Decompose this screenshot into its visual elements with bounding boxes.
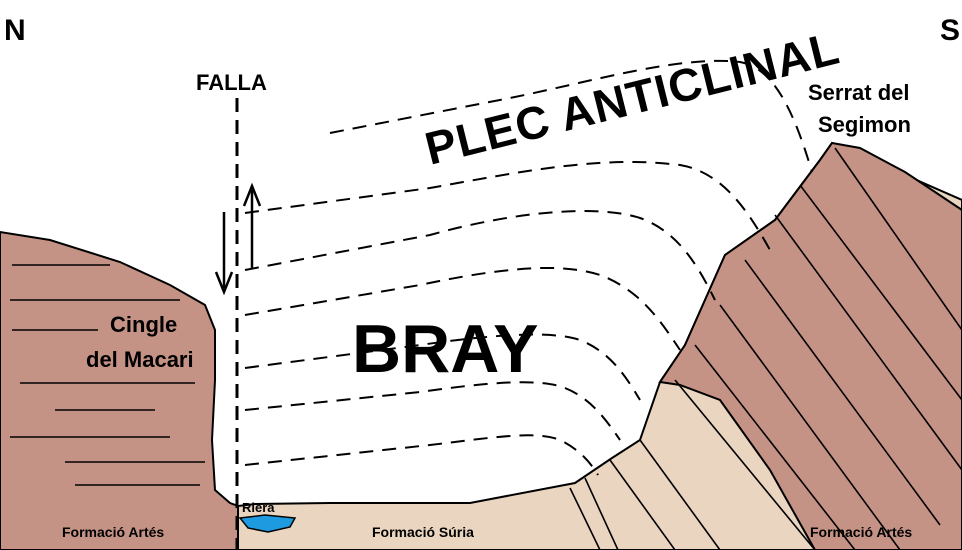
formation-right-label: Formació Artés — [810, 524, 912, 540]
formation-left-label: Formació Artés — [62, 524, 164, 540]
serrat-label-line2: Segimon — [818, 112, 911, 137]
cingle-label-line2: del Macari — [86, 347, 194, 372]
compass-north: N — [4, 14, 26, 47]
fault-label: FALLA — [196, 70, 267, 95]
compass-south: S — [940, 14, 960, 47]
riera-label: Riera — [242, 500, 275, 515]
cingle-label-line1: Cingle — [110, 312, 177, 337]
formation-middle-label: Formació Súria — [372, 524, 474, 540]
formacio-artes-left-layer — [0, 232, 238, 550]
serrat-label-line1: Serrat del — [808, 80, 910, 105]
anticline-label: PLEC ANTICLINAL — [420, 21, 845, 174]
valley-label: BRAY — [352, 311, 538, 387]
